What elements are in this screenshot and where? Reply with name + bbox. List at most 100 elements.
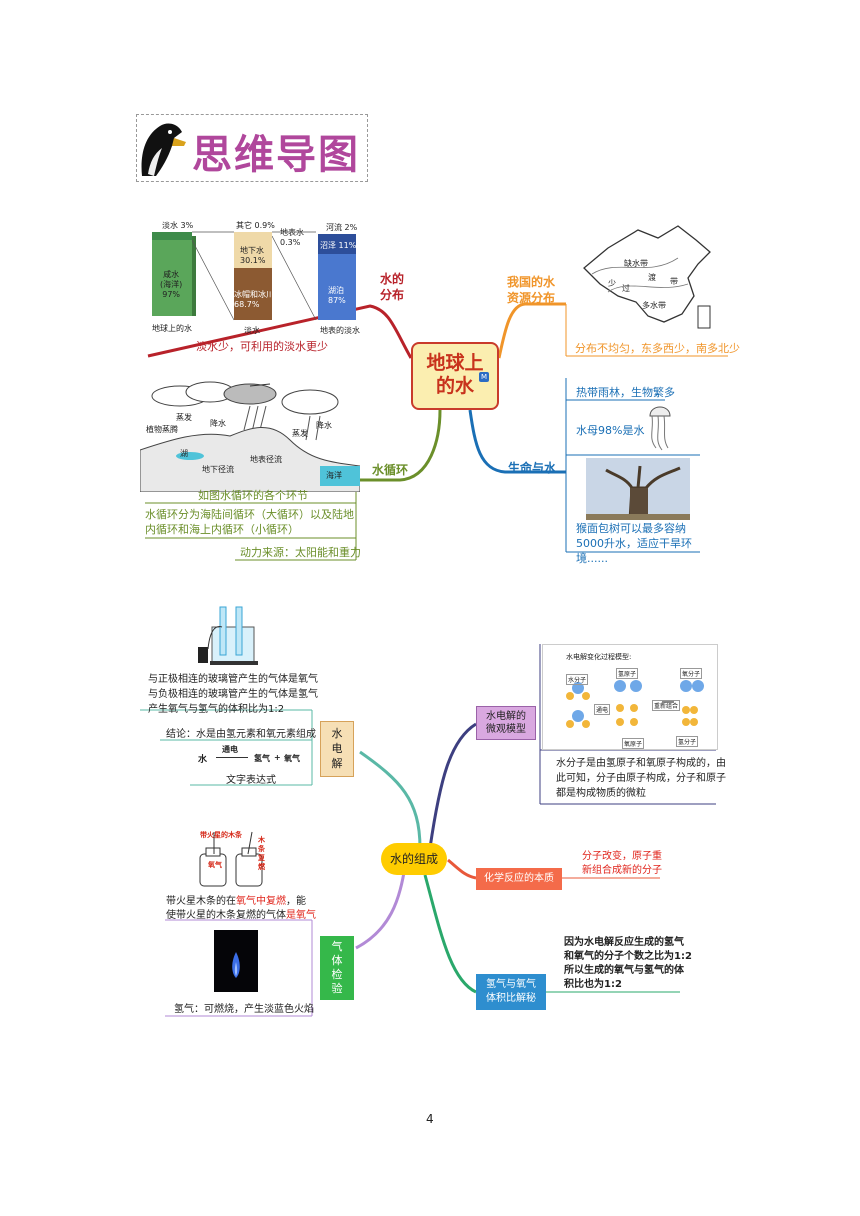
eq-arrow-line [216, 757, 248, 758]
bar1-saltwater-segment [152, 240, 192, 316]
bar1-top-label: 淡水 3% [162, 221, 194, 230]
micro-model-note: 水分子是由氢原子和氧原子构成的，由此可知，分子由原子构成，分子和原子都是构成物质… [556, 758, 726, 799]
cycle-note-3: 动力来源：太阳能和重力 [240, 546, 361, 559]
bar3-seg2-label: 湖泊 87% [328, 286, 346, 305]
cycle-label-6: 蒸发 [292, 429, 308, 438]
bar1-freshwater-segment [152, 232, 192, 240]
electrolysis-note-3: 产生氧气与氢气的体积比为1:2 [148, 704, 285, 715]
mindmap-center-earth-water: 地球上 的水 [411, 342, 499, 410]
cycle-note-1: 如图水循环的各个环节 [198, 489, 308, 502]
branch-water-distribution: 水的 分布 [380, 272, 405, 302]
cycle-label-5: 地下径流 [202, 465, 234, 474]
branch-water-cycle: 水循环 [372, 463, 409, 477]
bar3-caption: 地表的淡水 [320, 326, 360, 335]
electrolysis-apparatus-icon [198, 606, 258, 665]
gas-note-mid: ，能 [286, 896, 306, 907]
gas-note-line2: 使带火星的木条复燃的气体是氧气 [166, 906, 316, 921]
branch-reaction-essence: 化学反应的本质 [476, 868, 562, 890]
eq-product2: 氧气 [284, 754, 300, 763]
map-label-5: 多水带 [642, 301, 666, 310]
bar2-ice-segment [234, 268, 272, 320]
map-label-1: 少 [608, 279, 616, 288]
micro-label-2: 氧分子 [680, 668, 703, 679]
electrolysis-note-2: 与负极相连的玻璃管产生的气体是氢气 [148, 689, 318, 700]
molecule-spheres-diagram [566, 680, 704, 728]
page-number: 4 [426, 1112, 434, 1126]
oxygen-test-bottles-icon [199, 831, 263, 887]
gas-note-prefix: 带火星木条的在 [166, 896, 236, 907]
bar1-caption: 地球上的水 [152, 324, 192, 333]
life-note-3: 猴面包树可以最多容纳5000升水，适应干旱环境...... [576, 522, 692, 565]
bar3-seg1-label: 沼泽 11% [320, 241, 357, 250]
map-label-4: 带 [670, 277, 678, 286]
gas-note-line1: 带火星木条的在氧气中复燃，能 [166, 892, 306, 907]
china-note: 分布不均匀，东多西少，南多北少 [575, 342, 740, 355]
header-frame [136, 114, 368, 182]
eq-condition: 通电 [222, 745, 238, 754]
bar2-side-label: 地表水 0.3% [280, 228, 304, 247]
splint-label-2: 木条复燃 [258, 836, 265, 871]
bar3-lake-segment [318, 254, 356, 320]
bar1-body-label: 咸水 (海洋) 97% [160, 270, 183, 299]
baobab-tree-photo [586, 458, 690, 520]
gas-note-red2: 是氧气 [286, 910, 316, 921]
branch-gas-test: 气 体 检 验 [320, 936, 354, 1000]
splint-label-1: 氧气 [208, 861, 222, 869]
cycle-label-1: 降水 [210, 419, 226, 428]
cycle-label-7: 降水 [316, 421, 332, 430]
hydrogen-flame-photo [214, 930, 258, 992]
cycle-label-4: 地表径流 [250, 455, 282, 464]
electrolysis-note-1: 与正极相连的玻璃管产生的气体是氧气 [148, 674, 318, 685]
bar2-top-label: 其它 0.9% [236, 221, 275, 230]
water-cycle-diagram [140, 381, 360, 492]
micro-label-5: 氧原子 [622, 738, 645, 749]
china-map-icon [583, 225, 711, 329]
micro-label-3: 通电 [594, 704, 611, 715]
center-title: 地球上 的水 [426, 352, 484, 397]
volume-ratio-note: 因为水电解反应生成的氢气 和氧气的分子个数之比为1:2 所以生成的氧气与氢气的体… [564, 937, 692, 990]
cycle-label-0: 蒸发 [176, 413, 192, 422]
gas-note-red1: 氧气中复燃 [236, 896, 286, 907]
micro-label-1: 氢原子 [616, 668, 639, 679]
branch-life-water: 生命与水 [508, 461, 557, 475]
cycle-label-3: 湖 [180, 449, 188, 458]
bar1-side [192, 236, 196, 316]
branch-micro-model: 水电解的 微观模型 [476, 706, 536, 740]
bar2-to-bar3-guides [272, 231, 317, 321]
bar2-caption: 淡水 [244, 326, 260, 335]
splint-label-0: 带火星的木条 [200, 831, 242, 839]
cycle-label-2: 植物蒸腾 [146, 425, 178, 434]
bar3-top-label: 河流 2% [326, 223, 358, 232]
micro-label-4: 重新组合 [652, 700, 681, 711]
bar1-to-bar2-guides [192, 231, 235, 321]
bar3-swamp-segment [318, 234, 356, 254]
branch-china-distribution: 我国的水 资源分布 [507, 275, 556, 305]
penguin-logo-icon [141, 123, 186, 176]
eq-product1: 氢气 [254, 754, 270, 763]
map-label-0: 缺水带 [624, 259, 648, 268]
eq-caption: 文字表达式 [226, 775, 276, 786]
distribution-note: 淡水少，可利用的淡水更少 [196, 340, 328, 353]
bar2-groundwater-segment [234, 232, 272, 268]
map-label-2: 过 [622, 284, 630, 293]
electrolysis-conclusion: 结论：水是由氢元素和氧元素组成 [166, 729, 316, 740]
bar2-seg2-label: 冰帽和冰川 68.7% [234, 290, 274, 309]
cycle-note-2: 水循环分为海陆间循环（大循环）以及陆地内循环和海上内循环（小循环） [145, 508, 354, 536]
life-note-2: 水母98%是水 [576, 424, 645, 437]
micro-label-0: 水分子 [566, 674, 589, 685]
map-badge: M [479, 372, 489, 382]
mindmap-center-water-composition: 水的组成 [381, 843, 447, 875]
cycle-label-8: 海洋 [326, 471, 342, 480]
branch-volume-ratio: 氢气与氧气 体积比解秘 [476, 974, 546, 1010]
bar2-seg1-label: 地下水 30.1% [240, 246, 266, 265]
jellyfish-icon [649, 406, 671, 451]
reaction-essence-note: 分子改变，原子重 新组合成新的分子 [582, 851, 662, 876]
hydrogen-note: 氢气：可燃烧，产生淡蓝色火焰 [174, 1004, 314, 1015]
gas-note-line2-prefix: 使带火星的木条复燃的气体 [166, 910, 286, 921]
eq-reactant: 水 [198, 755, 208, 765]
micro-diagram-title: 水电解变化过程模型: [566, 653, 632, 661]
branch-electrolysis: 水 电 解 [320, 721, 354, 777]
micro-label-6: 氢分子 [676, 736, 699, 747]
life-note-1: 热带雨林，生物繁多 [576, 386, 675, 399]
